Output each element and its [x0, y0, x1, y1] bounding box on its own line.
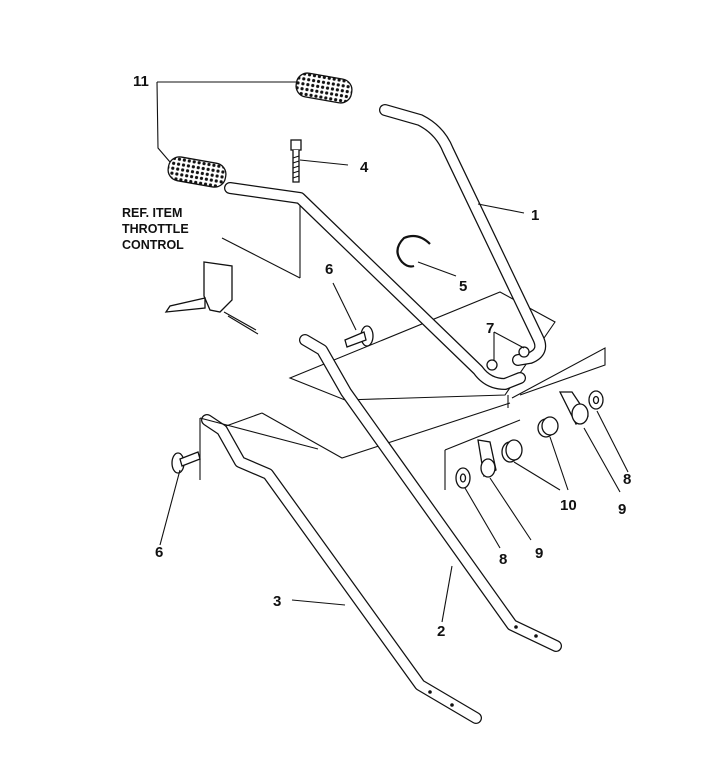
- spacer-upper: [537, 416, 559, 438]
- callout-8-upper: 8: [623, 471, 631, 488]
- callout-8-lower: 8: [499, 551, 507, 568]
- washer-lower: [455, 467, 471, 489]
- carriage-bolt-upper: [344, 325, 374, 348]
- callout-5: 5: [459, 278, 467, 295]
- ref-note-line3: CONTROL: [122, 238, 184, 252]
- middle-handle: [299, 334, 562, 652]
- ref-note-line1: REF. ITEM: [122, 206, 182, 220]
- callout-9-lower: 9: [535, 545, 543, 562]
- throttle-control: [164, 261, 259, 335]
- assembly-plane-lines: [214, 200, 606, 490]
- cam-lever-lower: [477, 439, 497, 478]
- reference-note: REF. ITEM THROTTLE CONTROL: [122, 206, 189, 252]
- wire-clip: [396, 234, 431, 268]
- ref-note-line2: THROTTLE: [122, 222, 189, 236]
- leader-lines: [156, 81, 629, 623]
- callout-6-upper: 6: [325, 261, 333, 278]
- callout-11: 11: [133, 73, 149, 90]
- callouts: 11 4 1 5 6 7 6 8 9 10 9 8 3 2: [133, 73, 631, 640]
- bolt: [290, 139, 302, 183]
- mount-hole: [486, 359, 498, 371]
- carriage-bolt-lower: [171, 451, 201, 474]
- lower-handle: [201, 414, 482, 724]
- spacer-lower: [501, 439, 523, 463]
- washer-upper: [588, 390, 604, 410]
- callout-6-lower: 6: [155, 544, 163, 561]
- callout-1: 1: [531, 207, 539, 224]
- mount-hole: [518, 346, 530, 358]
- callout-10: 10: [560, 497, 577, 514]
- handle-grips: [167, 72, 353, 188]
- callout-2: 2: [437, 623, 445, 640]
- callout-4: 4: [360, 159, 369, 176]
- callout-3: 3: [273, 593, 281, 610]
- grip-right: [295, 72, 353, 104]
- grip-left: [167, 156, 227, 188]
- cam-lever-upper: [558, 391, 589, 425]
- upper-handle: [224, 104, 547, 390]
- callout-7: 7: [486, 320, 494, 337]
- callout-9-upper: 9: [618, 501, 626, 518]
